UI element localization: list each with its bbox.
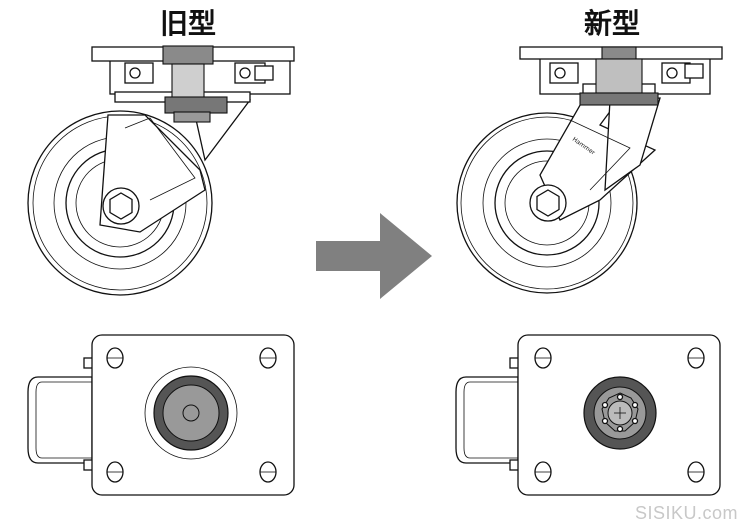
new-wheel-side [455,376,519,464]
old-center-hub [144,366,238,460]
new-caster-side-view: Hammer [456,46,723,294]
right-arrow-icon [316,213,432,299]
new-kingpin [579,46,659,106]
new-fork: Hammer [539,97,661,221]
new-center-hub [583,376,657,450]
new-axle-bolt [529,184,567,222]
new-caster-top-view [455,334,721,496]
new-mount-holes [534,347,705,483]
old-axle-bolt [102,187,140,225]
old-type-label: 旧型 [160,7,217,40]
old-caster-top-view [27,334,295,496]
old-caster-side-view [27,45,295,296]
watermark: SISIKU.com [634,503,738,523]
old-kingpin [162,45,228,123]
old-wheel-side [27,376,93,464]
old-mount-holes [106,347,277,483]
new-type-label: 新型 [584,7,641,40]
